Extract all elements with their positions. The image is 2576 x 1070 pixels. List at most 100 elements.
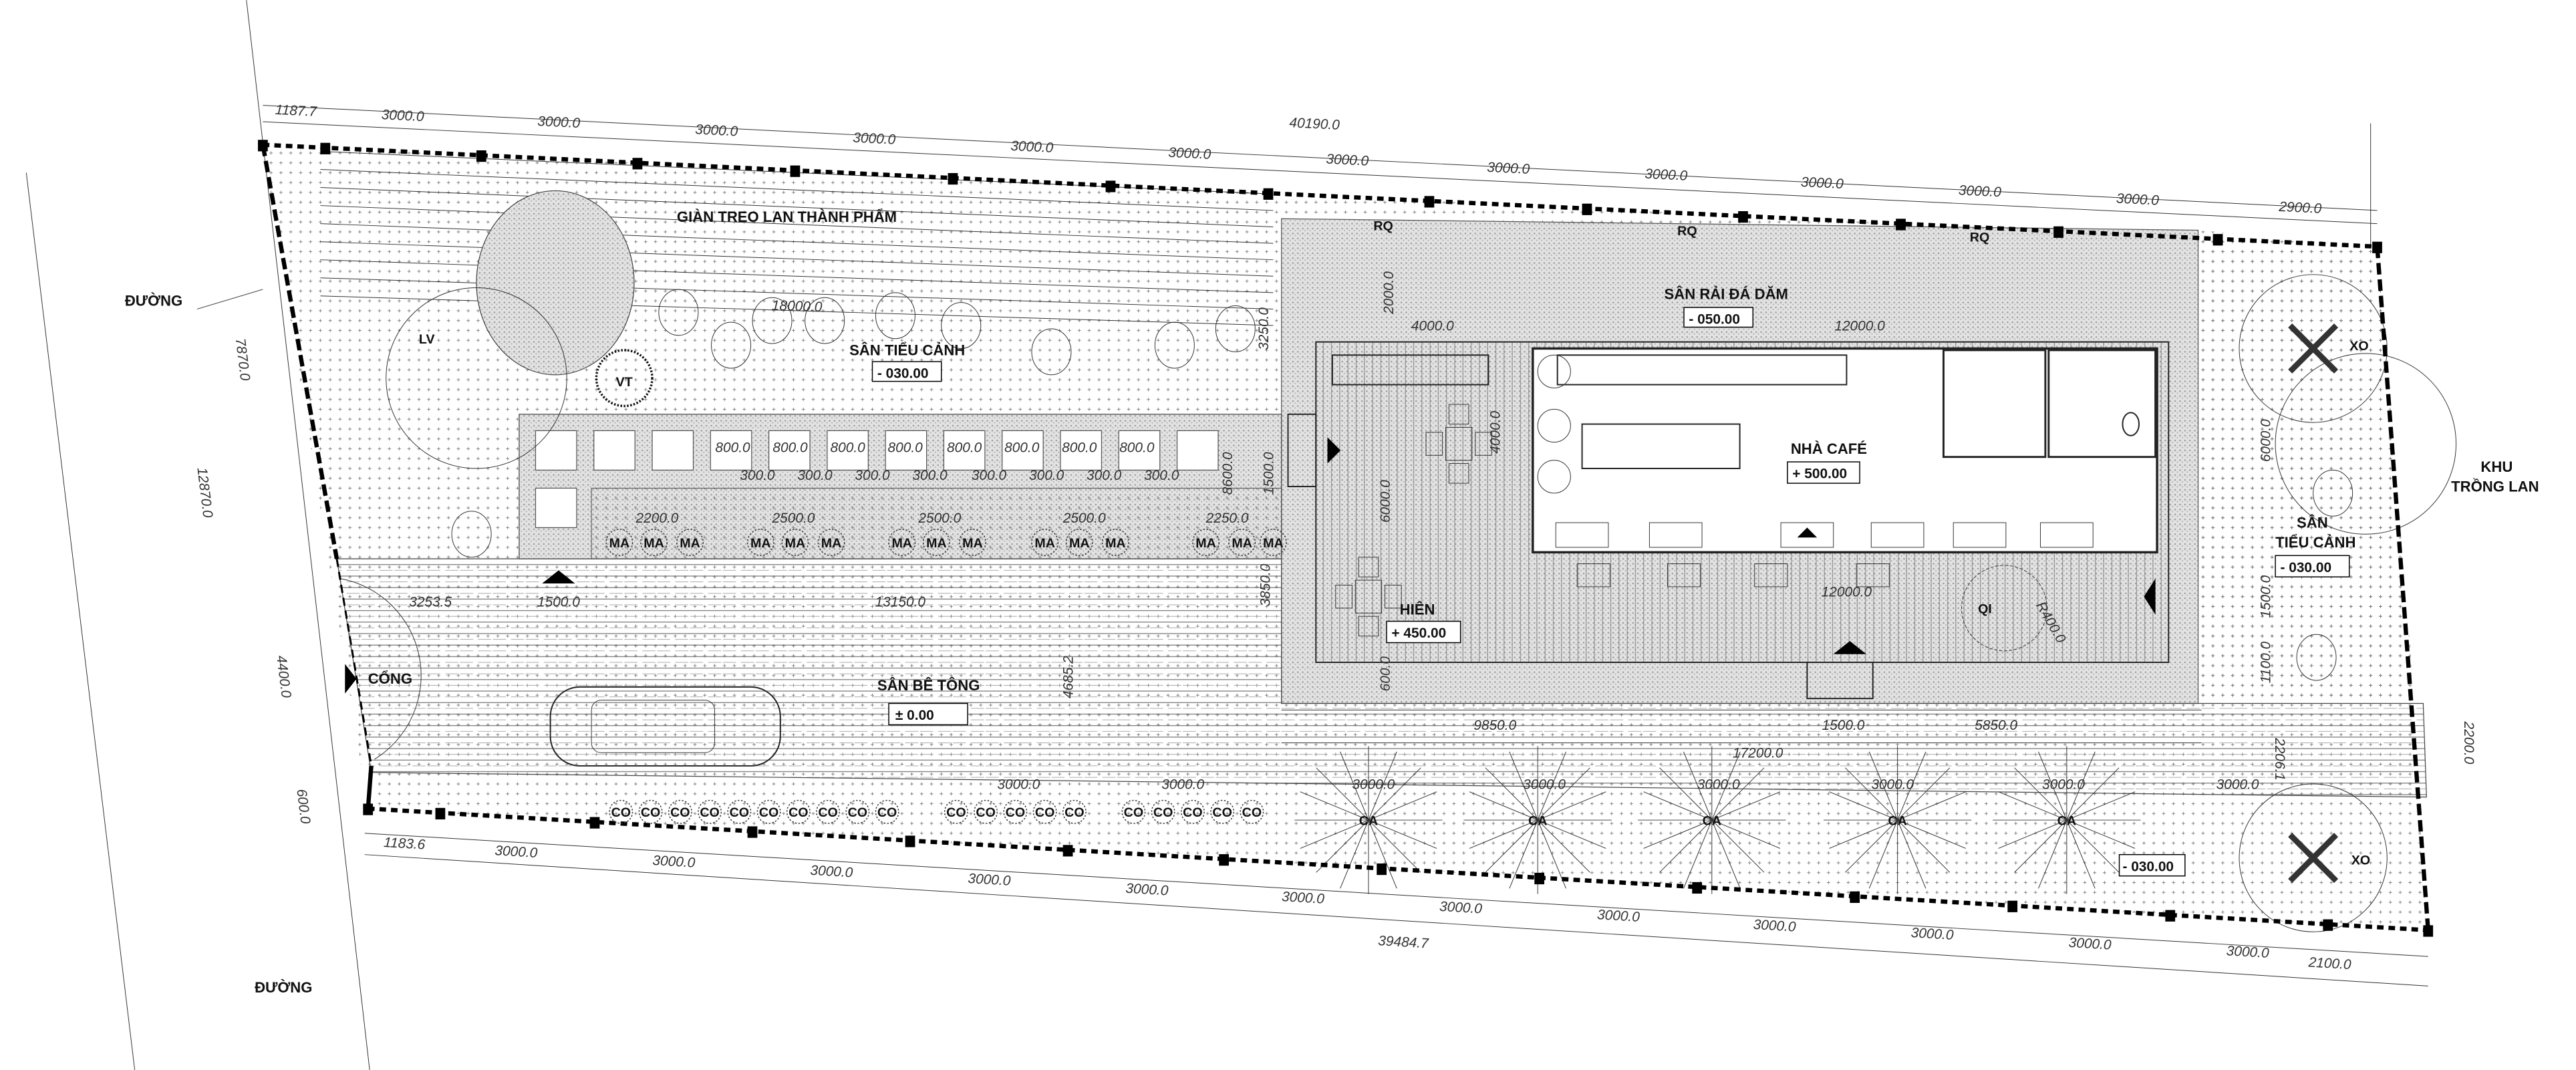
palm-frond bbox=[1368, 751, 1397, 821]
dim-porch-step: 600.0 bbox=[1378, 656, 1393, 692]
garden-right-label-2: TIỂU CẢNH bbox=[2275, 534, 2355, 551]
dim-bottom-segment: 3000.0 bbox=[2068, 935, 2112, 953]
cafe-level: + 500.00 bbox=[1792, 466, 1847, 482]
dim-bottom-segment: 3000.0 bbox=[1596, 907, 1640, 925]
cafe-chair-set bbox=[1780, 522, 1834, 548]
planter-square bbox=[943, 430, 986, 471]
shrub-co-icon bbox=[756, 799, 781, 824]
dim-bottom-segment: 3000.0 bbox=[1753, 917, 1796, 935]
shrub-ma-icon bbox=[781, 529, 809, 556]
plant-ca: CA bbox=[1528, 813, 1547, 828]
fence-post bbox=[790, 165, 801, 177]
dim-garden-v2: 8600.0 bbox=[1220, 452, 1236, 495]
fence-post bbox=[2372, 241, 2382, 253]
dim-garden-v4: 3850.0 bbox=[1258, 563, 1273, 606]
fence-post bbox=[2212, 234, 2223, 246]
palm-frond bbox=[2014, 819, 2067, 873]
dim-hedge-spacing: 2500.0 bbox=[917, 511, 961, 526]
planter-square bbox=[885, 430, 927, 471]
fence-post bbox=[476, 150, 486, 162]
plant-qi: QI bbox=[1978, 601, 1992, 616]
dim-bottom-segment: 3000.0 bbox=[968, 871, 1011, 889]
porch-level: + 450.00 bbox=[1391, 626, 1446, 641]
dim-yard-row: 1500.0 bbox=[537, 594, 580, 610]
palm-frond bbox=[1300, 819, 1369, 849]
dim-planter-width: 800.0 bbox=[1004, 440, 1040, 455]
palm-frond bbox=[1845, 767, 1898, 821]
gate-arrow-icon bbox=[345, 664, 357, 694]
shrub-co-icon bbox=[1180, 799, 1205, 824]
palm-frond bbox=[1469, 819, 1538, 849]
palm-frond bbox=[2038, 819, 2067, 889]
plant-ma: MA bbox=[643, 536, 664, 551]
dim-top-segment: 3000.0 bbox=[853, 130, 896, 148]
shrub-co-icon bbox=[609, 799, 633, 824]
gate-label: CỔNG bbox=[368, 670, 412, 687]
plant-co: CO bbox=[670, 805, 690, 820]
plant-co: CO bbox=[1242, 805, 1262, 820]
dim-top-segment: 3000.0 bbox=[1958, 182, 2001, 200]
tree-canopy bbox=[2275, 353, 2457, 535]
shrub-co-icon bbox=[668, 799, 692, 824]
plant-vt: VT bbox=[616, 375, 633, 390]
shrub-co-icon bbox=[1032, 799, 1057, 824]
boulder bbox=[752, 297, 793, 344]
plant-ma: MA bbox=[1105, 536, 1126, 551]
dim-bottom-segment: 3000.0 bbox=[1125, 881, 1169, 899]
plant-ca: CA bbox=[1888, 813, 1906, 828]
plant-co: CO bbox=[976, 805, 995, 820]
planter-block bbox=[519, 414, 1282, 559]
dim-top-segment: 1187.7 bbox=[275, 102, 318, 120]
plant-ma: MA bbox=[962, 536, 983, 551]
plant-ma: MA bbox=[1069, 536, 1090, 551]
entry-arrow-icon bbox=[1833, 641, 1866, 654]
dim-top-segment: 2900.0 bbox=[2278, 199, 2322, 217]
boulder bbox=[875, 292, 915, 340]
shrub-ma-icon bbox=[676, 529, 704, 556]
plant-pot bbox=[1537, 354, 1571, 388]
dim-front-row: 1500.0 bbox=[1822, 718, 1865, 733]
bar-counter bbox=[1556, 354, 1848, 386]
dim-garden-v3: 1500.0 bbox=[1261, 452, 1276, 495]
shrub-ma-icon bbox=[922, 529, 950, 556]
plant-co: CO bbox=[611, 805, 631, 820]
pergola-beam bbox=[320, 223, 1274, 261]
fence-post bbox=[1738, 211, 1748, 223]
shrub-co-icon bbox=[727, 799, 752, 824]
palm-frond bbox=[1485, 819, 1538, 873]
plant-pot bbox=[1537, 408, 1571, 443]
planter-square bbox=[1060, 430, 1103, 471]
dim-hedge-spacing: 2250.0 bbox=[1205, 511, 1249, 526]
dim-left-gate: 4400.0 bbox=[273, 654, 294, 699]
dim-tree-spacing: 3000.0 bbox=[1871, 777, 1914, 792]
dim-planter-gap: 300.0 bbox=[855, 468, 890, 483]
boulder bbox=[805, 297, 845, 344]
plant-co: CO bbox=[1124, 805, 1143, 820]
shrub-ma-icon bbox=[1228, 529, 1256, 556]
plant-rq: RQ bbox=[1677, 224, 1697, 239]
dim-tree-spacing: 3000.0 bbox=[1523, 777, 1566, 792]
dim-planter-width: 800.0 bbox=[888, 440, 923, 455]
palm-frond bbox=[1340, 751, 1369, 821]
dim-bottom-segment: 2100.0 bbox=[2307, 954, 2351, 972]
tree-xo-icon bbox=[2288, 323, 2339, 374]
shrub-co-icon bbox=[1062, 799, 1087, 824]
storage-room bbox=[1942, 349, 2047, 458]
boulder bbox=[941, 302, 982, 349]
plant-ma: MA bbox=[821, 536, 842, 551]
dim-left-outer: 12870.0 bbox=[194, 466, 215, 519]
porch-chair bbox=[1358, 557, 1379, 577]
dim-tree-spacing: 3000.0 bbox=[2216, 777, 2259, 792]
plant-xo: XO bbox=[2349, 339, 2368, 354]
garden-left-level: - 030.00 bbox=[877, 366, 929, 382]
dim-right-v1: 6000.0 bbox=[2259, 419, 2274, 462]
cafe-chair-set bbox=[1870, 522, 1924, 548]
planter-square bbox=[593, 430, 635, 471]
tree-xo-canopy bbox=[2239, 274, 2388, 423]
kitchen-island bbox=[1581, 423, 1741, 469]
road-bottom-label: ĐƯỜNG bbox=[255, 979, 312, 996]
shrub-co-icon bbox=[1151, 799, 1175, 824]
porch-chair bbox=[1856, 563, 1890, 587]
plant-ca: CA bbox=[1703, 813, 1721, 828]
